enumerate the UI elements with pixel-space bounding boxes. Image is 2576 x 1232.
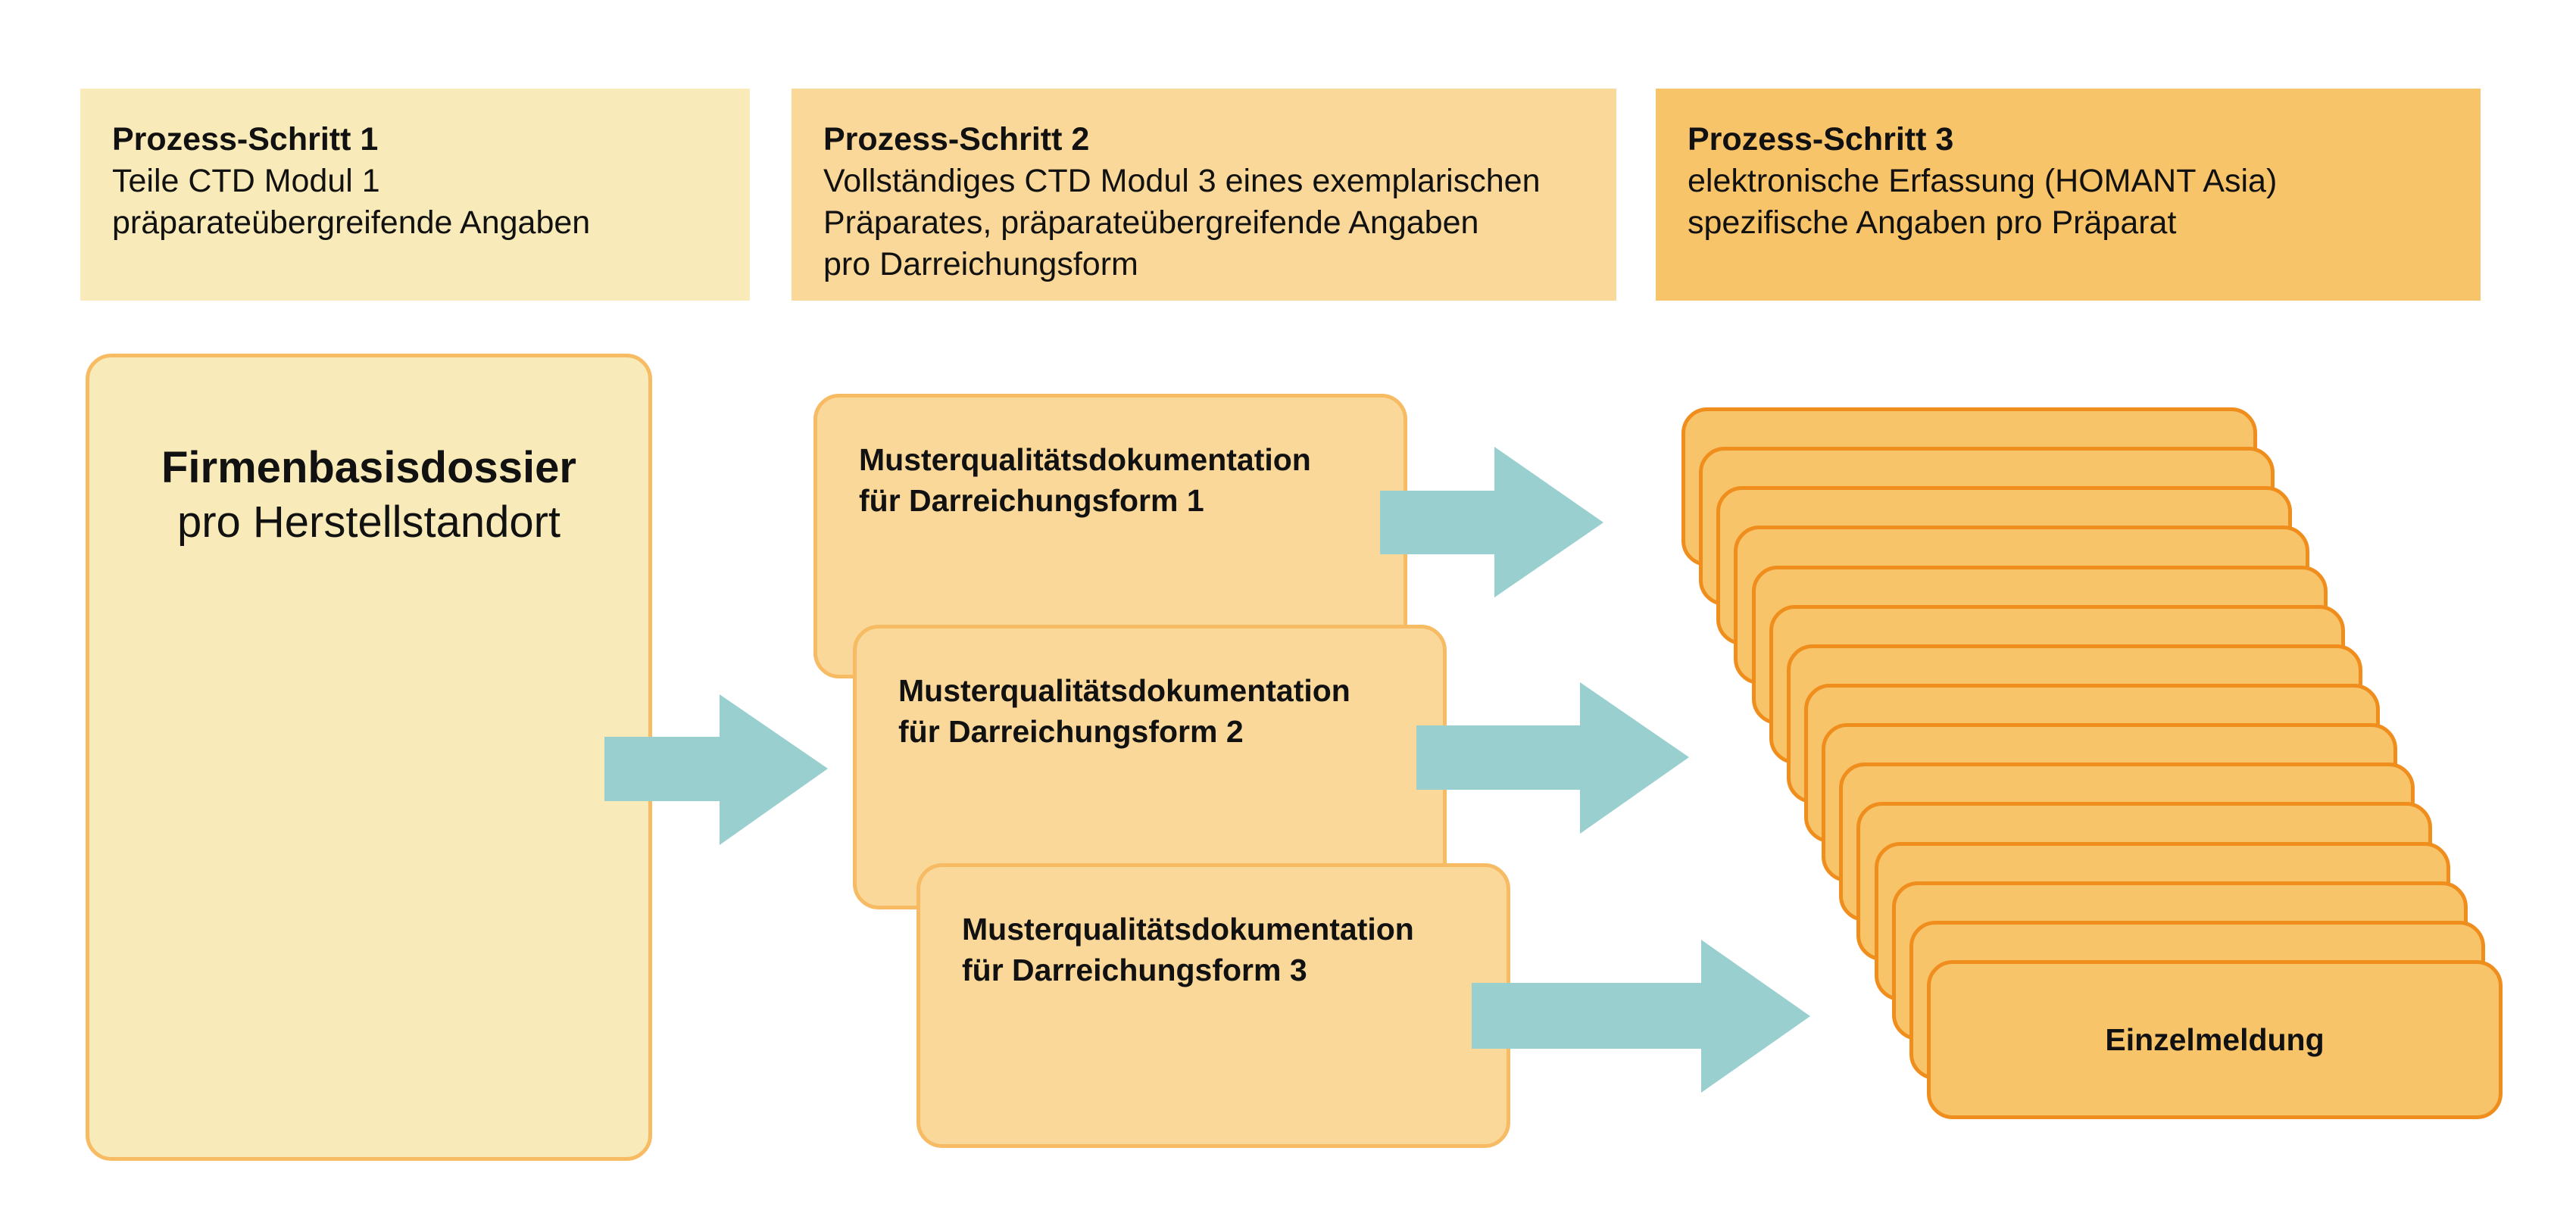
arrow-muster2-to-einzel <box>1416 682 1689 834</box>
muster-doc-label: Musterqualitätsdokumentation <box>898 673 1350 708</box>
process-step-text: spezifische Angaben pro Präparat <box>1688 204 2177 241</box>
firmenbasisdossier-subtitle: pro Herstellstandort <box>176 497 561 547</box>
firmenbasisdossier-box: Firmenbasisdossier pro Herstellstandort <box>86 354 652 1161</box>
process-step-text: pro Darreichungsform <box>823 246 1138 282</box>
firmenbasisdossier-title: Firmenbasisdossier <box>161 443 576 492</box>
process-step-2: Prozess-Schritt 2 Vollständiges CTD Modu… <box>792 89 1616 301</box>
muster-doc-form: für Darreichungsform 3 <box>962 953 1307 987</box>
process-step-text: Vollständiges CTD Modul 3 eines exemplar… <box>823 163 1541 199</box>
process-step-title: Prozess-Schritt 3 <box>1688 121 1954 158</box>
process-step-text: Präparates, präparateübergreifende Angab… <box>823 204 1479 241</box>
einzelmeldung-label: Einzelmeldung <box>2105 1021 2325 1057</box>
muster-doc-form: für Darreichungsform 2 <box>898 714 1244 749</box>
process-step-title: Prozess-Schritt 1 <box>112 121 379 158</box>
process-step-3: Prozess-Schritt 3 elektronische Erfassun… <box>1656 89 2481 301</box>
process-step-text: Teile CTD Modul 1 <box>112 163 380 199</box>
process-step-title: Prozess-Schritt 2 <box>823 121 1090 158</box>
muster-doc-label: Musterqualitätsdokumentation <box>962 912 1414 947</box>
muster-doc-label: Musterqualitätsdokumentation <box>859 442 1311 477</box>
muster-doc-2: Musterqualitätsdokumentation für Darreic… <box>853 625 1447 909</box>
einzelmeldung-card: Einzelmeldung <box>1927 960 2503 1119</box>
arrow-muster1-to-einzel <box>1380 447 1603 597</box>
arrow-dossier-to-muster <box>604 694 828 845</box>
arrow-muster3-to-einzel <box>1472 940 1810 1093</box>
muster-doc-3: Musterqualitätsdokumentation für Darreic… <box>916 863 1510 1148</box>
muster-doc-form: für Darreichungsform 1 <box>859 483 1204 518</box>
process-step-text: elektronische Erfassung (HOMANT Asia) <box>1688 163 2278 199</box>
process-step-text: präparateübergreifende Angaben <box>112 204 591 241</box>
process-step-1: Prozess-Schritt 1 Teile CTD Modul 1 präp… <box>80 89 750 301</box>
